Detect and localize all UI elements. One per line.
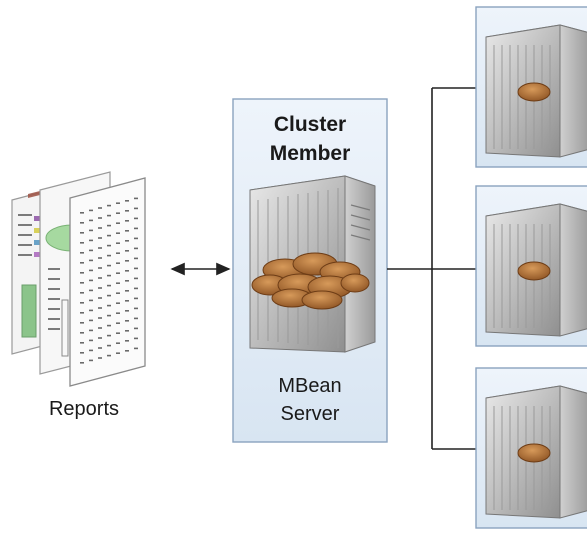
managed-servers bbox=[475, 6, 587, 529]
managed-server-2 bbox=[475, 185, 587, 347]
mbean-icon bbox=[517, 443, 551, 463]
managed-server-3 bbox=[475, 367, 587, 529]
reports-label: Reports bbox=[49, 398, 119, 420]
reports-stack bbox=[11, 171, 146, 387]
report-page-text bbox=[69, 177, 146, 387]
cluster-member-panel: Cluster Member bbox=[232, 98, 388, 443]
managed-server-1 bbox=[475, 6, 587, 168]
cluster-member-title-line1: Cluster bbox=[274, 113, 346, 136]
mbean-cluster-icon bbox=[251, 252, 370, 310]
connector-lines bbox=[387, 87, 476, 450]
mbean-server-label-line2: Server bbox=[281, 403, 340, 425]
cluster-server-icon bbox=[249, 175, 376, 353]
mbean-server-label-line1: MBean bbox=[278, 375, 341, 397]
mbean-icon bbox=[517, 82, 551, 102]
mbean-icon bbox=[517, 261, 551, 281]
cluster-member-title-line2: Member bbox=[270, 142, 351, 165]
